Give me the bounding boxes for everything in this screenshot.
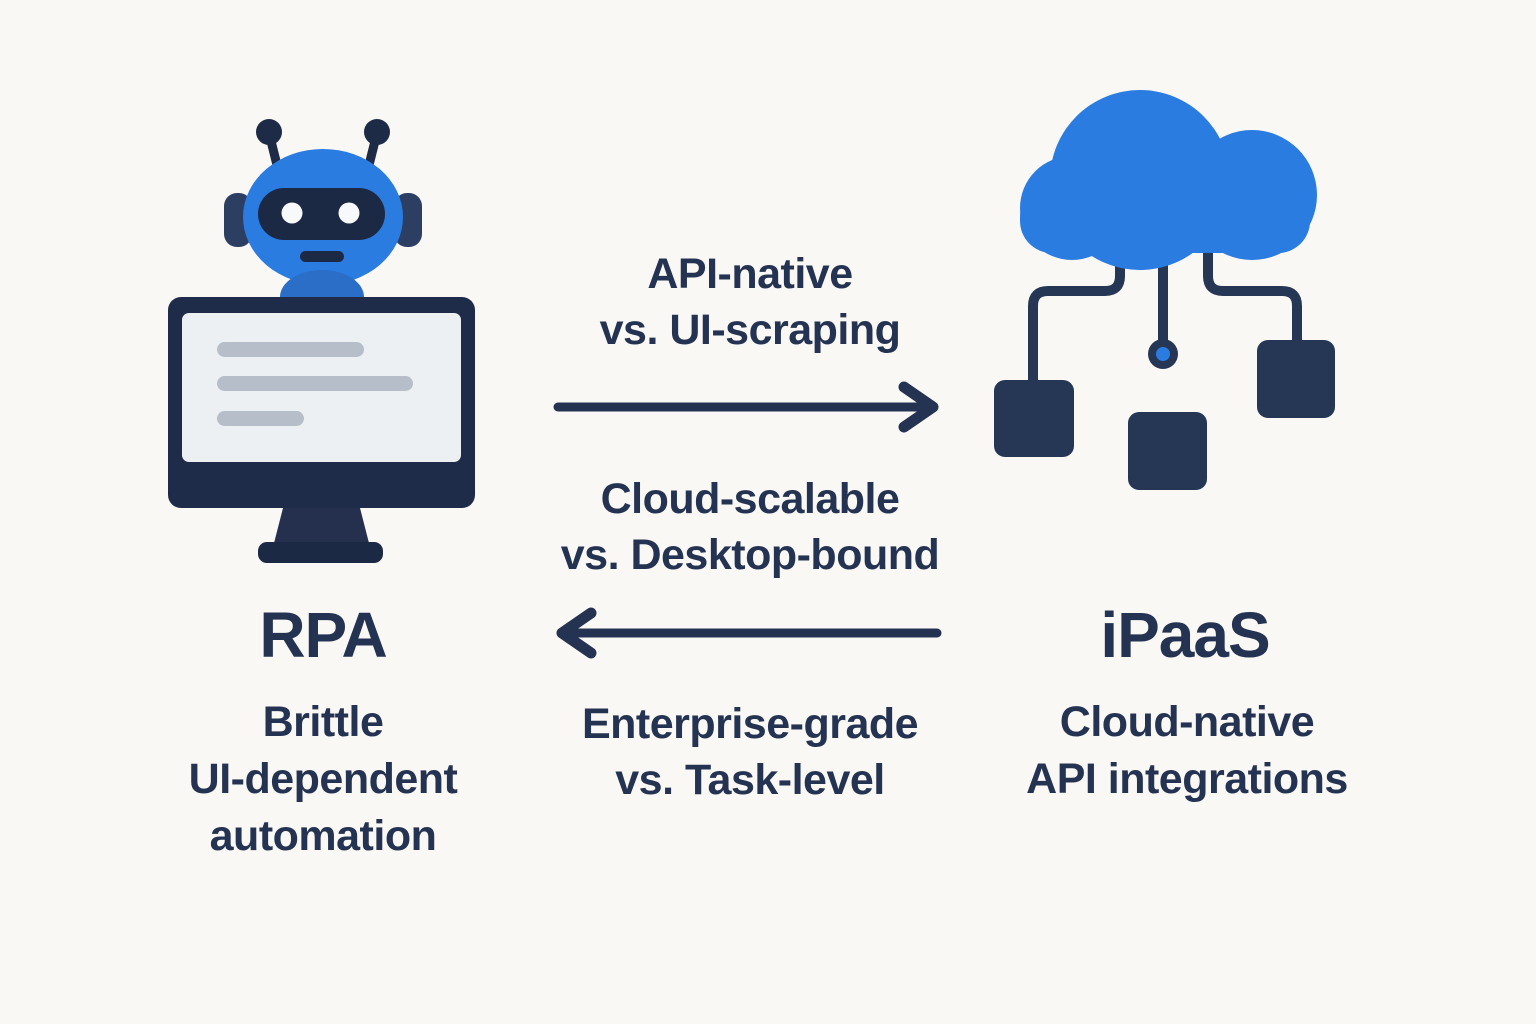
comparison-2-line1: Cloud-scalable (600, 475, 900, 523)
robot-monitor-icon (168, 119, 475, 563)
monitor-text-lines (217, 342, 413, 426)
comparison-1-line2: vs. UI-scraping (599, 306, 901, 354)
right-subtitle-line2: API integrations (1026, 755, 1348, 803)
comparison-2-line2: vs. Desktop-bound (560, 531, 940, 579)
comparison-2: Cloud-scalable vs. Desktop-bound (500, 471, 1000, 583)
robot-eye-right (338, 202, 360, 224)
monitor-stand-base (258, 542, 383, 563)
cloud-integration-icon (994, 90, 1335, 490)
integration-node-left (994, 380, 1074, 457)
integration-node-middle (1128, 412, 1207, 490)
comparison-3-line1: Enterprise-grade (581, 700, 919, 748)
left-subtitle-line2: UI-dependent (188, 755, 458, 803)
integration-nodes (994, 340, 1335, 490)
left-title: RPA (259, 599, 387, 671)
robot-visor (258, 188, 385, 240)
comparison-3: Enterprise-grade vs. Task-level (500, 696, 1000, 808)
monitor-stand-neck (273, 508, 370, 547)
comparison-1: API-native vs. UI-scraping (500, 246, 1000, 358)
comparison-1-line1: API-native (647, 250, 853, 298)
right-subtitle: Cloud-native API integrations (972, 694, 1402, 808)
arrow-right-icon (553, 381, 939, 433)
robot-mouth (300, 251, 344, 262)
left-subtitle-line3: automation (209, 812, 437, 860)
robot-eye-left (281, 202, 303, 224)
comparison-3-line2: vs. Task-level (615, 756, 885, 804)
left-subtitle-line1: Brittle (262, 698, 384, 746)
left-subtitle: Brittle UI-dependent automation (108, 694, 538, 865)
cloud-shape (1020, 90, 1317, 270)
right-subtitle-line1: Cloud-native (1059, 698, 1315, 746)
integration-node-right (1257, 340, 1335, 418)
arrow-left-icon (556, 607, 942, 659)
connector-dot (1156, 347, 1170, 361)
right-title: iPaaS (1100, 599, 1270, 671)
